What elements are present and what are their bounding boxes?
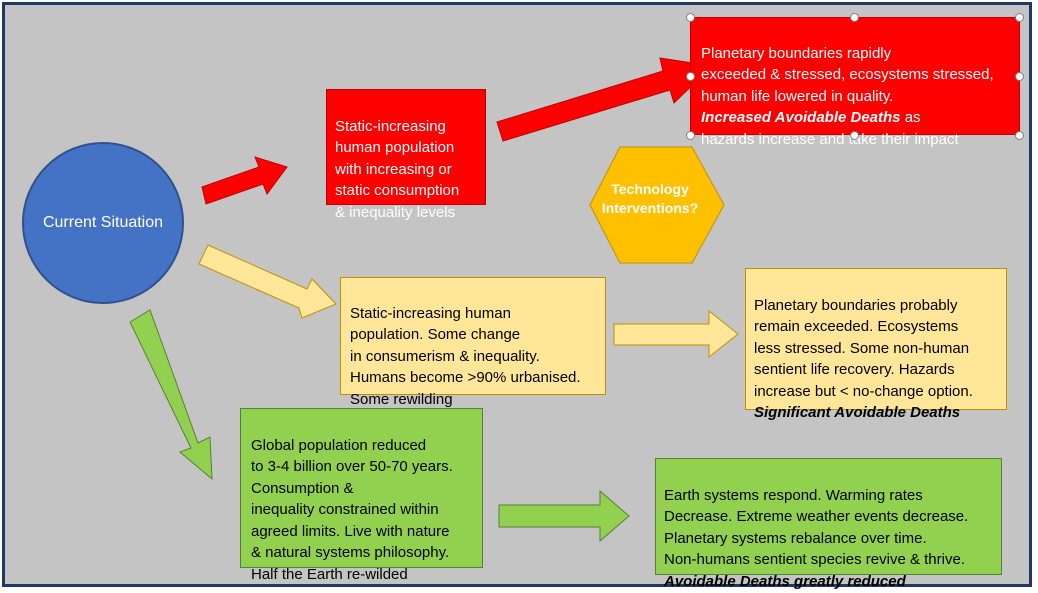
green-outcome-text: Earth systems respond. Warming rates Dec… [664,486,969,569]
yellow-path-text: Static-increasing human population. Some… [350,304,581,408]
red-path-box: Static-increasing human population with … [326,89,486,221]
selection-handle[interactable] [1015,72,1024,81]
red-outcome-tail: as hazards increase and take their impac… [701,109,959,148]
selection-handle[interactable] [850,131,859,140]
yellow-path-box: Static-increasing human population. Some… [340,277,606,408]
yellow-outcome-text: Planetary boundaries probably remain exc… [754,296,973,400]
green-outcome-box: Earth systems respond. Warming rates Dec… [655,458,1002,590]
technology-interventions-label: Technology Interventions? [601,181,699,216]
red-path-text: Static-increasing human population with … [335,117,460,221]
selection-handle[interactable] [686,72,695,81]
hexagon-shape [589,146,725,264]
green-path-box: Global population reduced to 3-4 billion… [240,408,483,583]
current-situation-node: Current Situation [22,142,184,304]
green-outcome-emphasis: Avoidable Deaths greatly reduced [664,572,906,590]
yellow-outcome-emphasis: Significant Avoidable Deaths [754,404,961,421]
red-outcome-box: Planetary boundaries rapidly exceeded & … [690,17,1020,148]
red-outcome-text: Planetary boundaries rapidly exceeded & … [701,44,994,105]
arrow-green-to-outcome [498,489,630,543]
selection-handle[interactable] [686,131,695,140]
green-path-text: Global population reduced to 3-4 billion… [251,436,453,583]
arrow-yellow-to-outcome [613,309,739,359]
arrow-current-to-green [129,309,213,481]
arrow-red-to-outcome [496,57,714,142]
red-outcome-emphasis: Increased Avoidable Deaths [701,109,901,126]
current-situation-label: Current Situation [42,214,164,231]
arrow-current-to-red [201,156,288,205]
selection-handle[interactable] [686,13,695,22]
selection-handle[interactable] [1015,131,1024,140]
selection-handle[interactable] [850,13,859,22]
yellow-outcome-box: Planetary boundaries probably remain exc… [745,268,1007,421]
selection-handle[interactable] [1015,13,1024,22]
arrow-current-to-yellow [198,244,337,319]
